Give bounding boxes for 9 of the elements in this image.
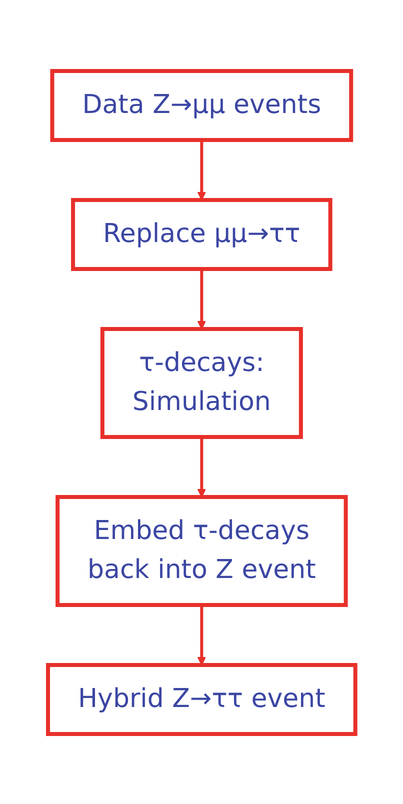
- node-box: Data Z→μμ events: [50, 68, 353, 142]
- node-box: Replace μμ→ττ: [70, 198, 332, 270]
- node-box: Embed τ-decays back into Z event: [55, 494, 348, 606]
- node-box: Hybrid Z→ττ event: [46, 662, 358, 736]
- arrow: [197, 140, 206, 200]
- arrow: [197, 268, 206, 329]
- arrow: [197, 436, 206, 497]
- node-box: τ-decays: Simulation: [100, 326, 303, 438]
- arrow: [197, 604, 206, 665]
